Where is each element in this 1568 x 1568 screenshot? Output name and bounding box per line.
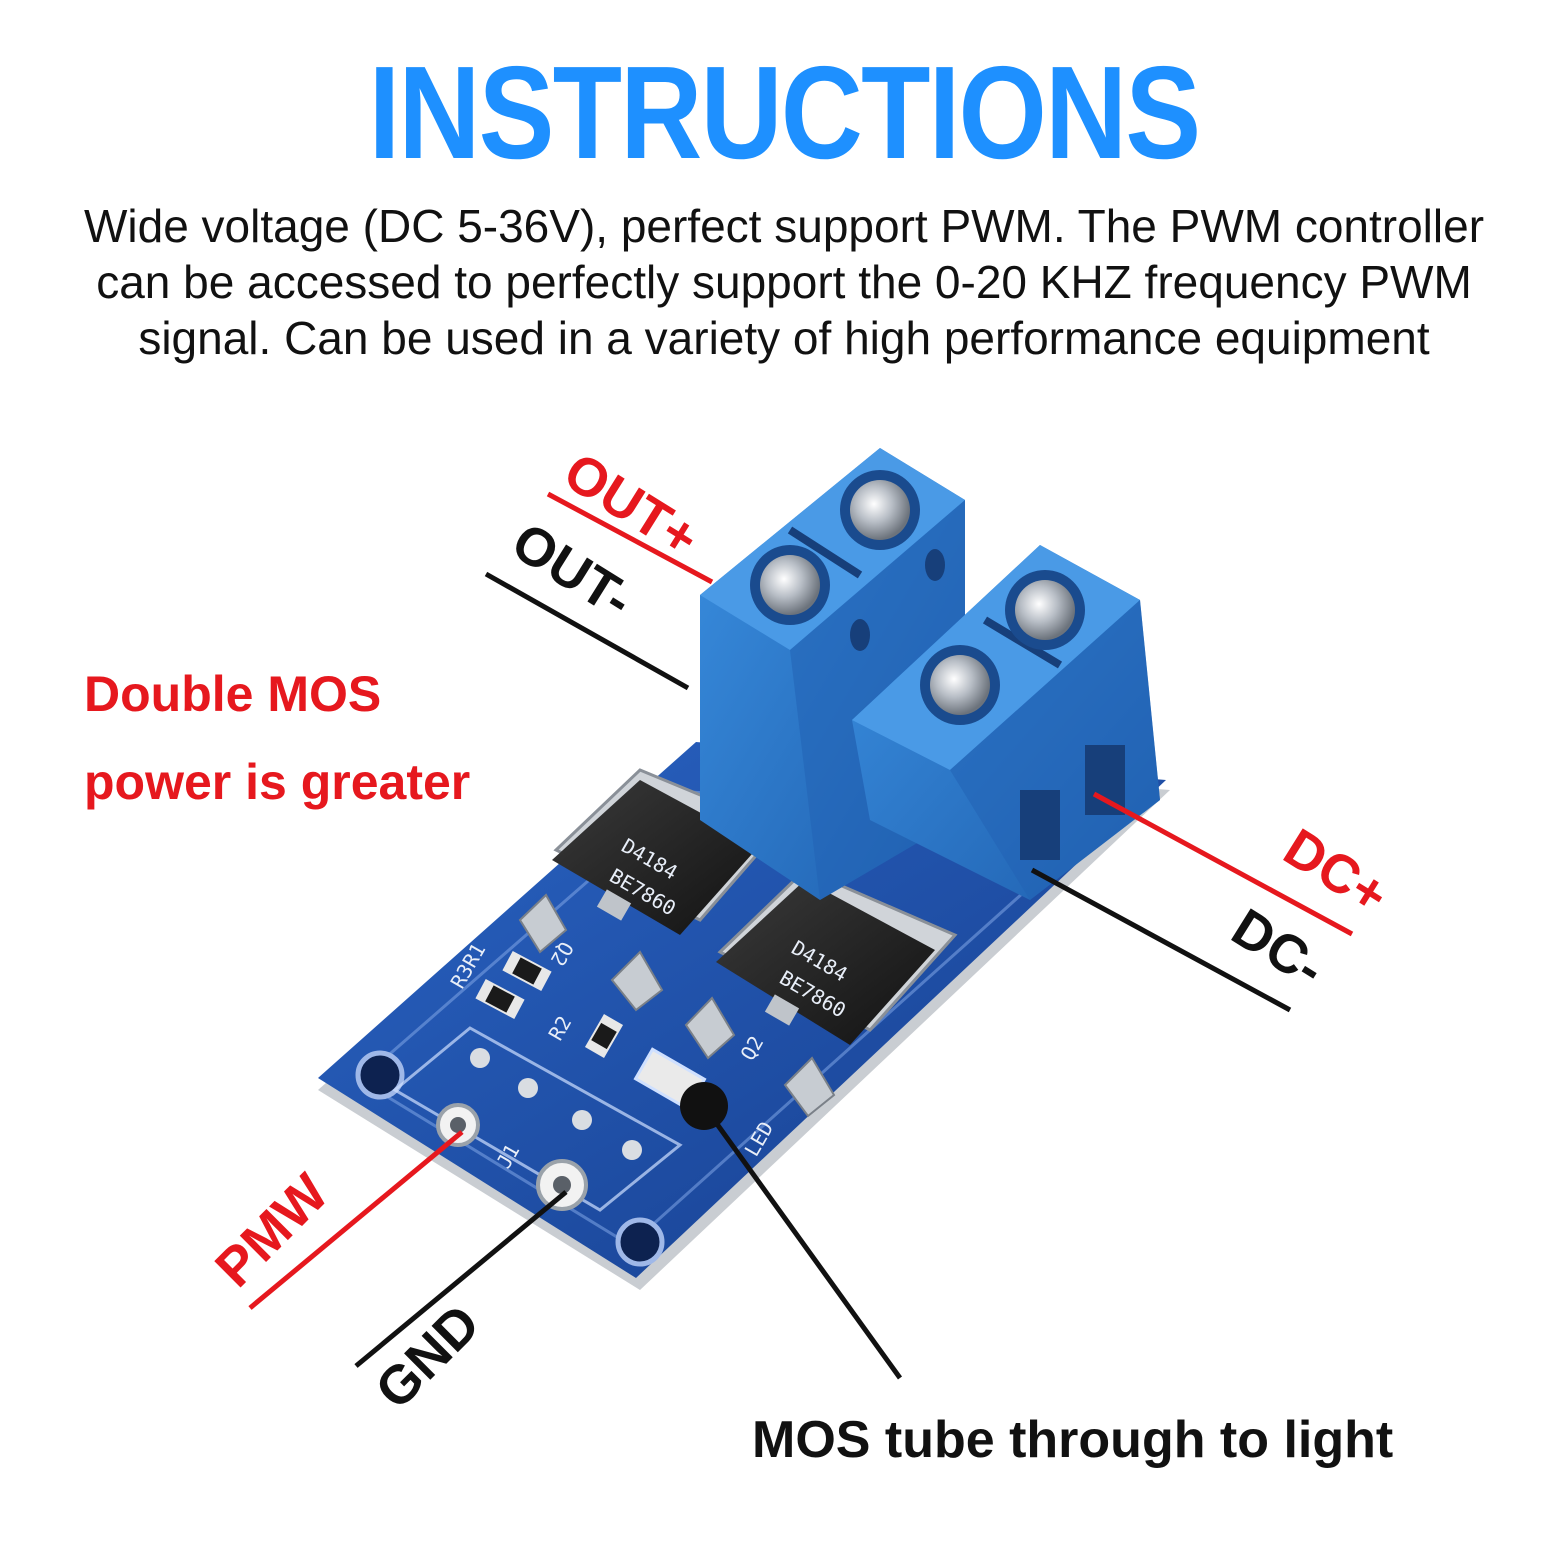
label-gnd: GND <box>364 1293 491 1420</box>
pmw-leader <box>248 1130 464 1310</box>
double-mos-callout: Double MOS power is greater <box>84 650 470 826</box>
mos-tube-caption: MOS tube through to light <box>752 1411 1394 1469</box>
label-dc-plus: DC+ <box>1274 817 1399 926</box>
dc-plus-leader <box>1092 791 1354 937</box>
description-line-1: Wide voltage (DC 5-36V), perfect support… <box>83 200 1485 252</box>
pcb-board <box>318 742 1170 1290</box>
led-leader <box>701 1104 903 1380</box>
out-minus-leader <box>484 571 690 691</box>
description: Wide voltage (DC 5-36V), perfect support… <box>20 198 1548 366</box>
dc-minus-leader <box>1030 867 1292 1013</box>
out-plus-leader <box>546 491 714 585</box>
description-line-2: can be accessed to perfectly support the… <box>96 256 1472 308</box>
double-mos-line-1: Double MOS <box>84 666 382 722</box>
out-plus-screw <box>850 480 910 540</box>
double-mos-line-2: power is greater <box>84 754 471 810</box>
dc-terminal-block <box>852 545 1160 900</box>
page-title: INSTRUCTIONS <box>368 39 1201 186</box>
out-minus-screw <box>760 555 820 615</box>
dc-plus-screw <box>1015 580 1075 640</box>
gnd-leader <box>354 1190 568 1368</box>
mosfet-q2-right: D4184 BE7860 <box>684 868 958 1118</box>
label-pmw: PMW <box>204 1163 340 1299</box>
led-dot-icon <box>680 1082 728 1130</box>
dc-minus-screw <box>930 655 990 715</box>
description-line-3: signal. Can be used in a variety of high… <box>138 312 1430 364</box>
